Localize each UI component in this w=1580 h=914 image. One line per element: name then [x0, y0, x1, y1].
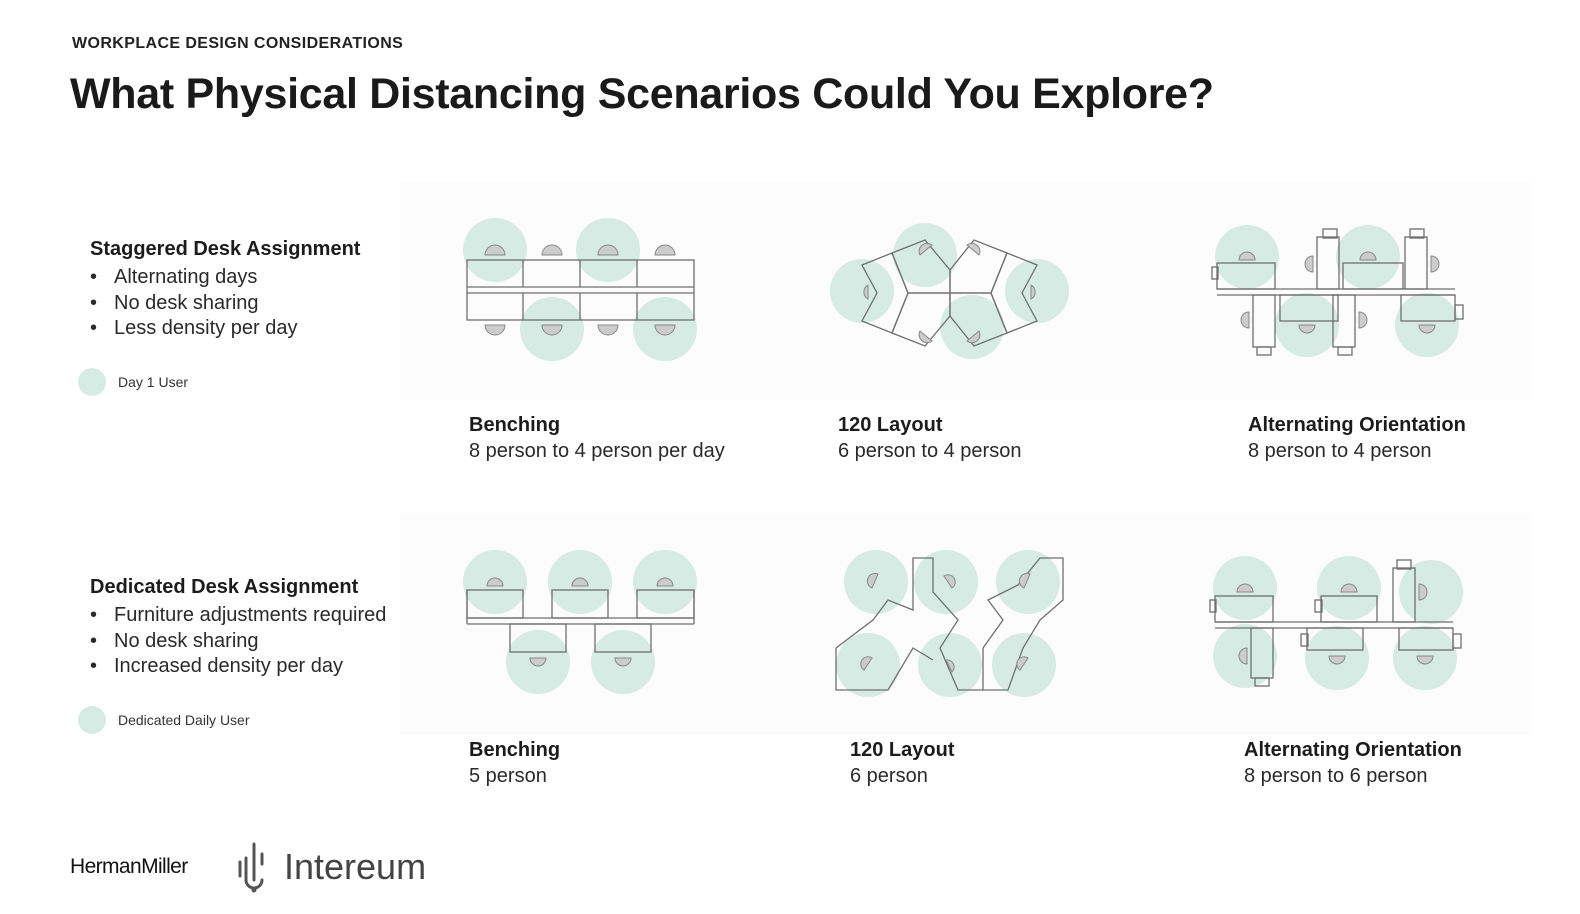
row1-panel [400, 182, 1530, 400]
intereum-mark-icon [238, 842, 264, 893]
caption-subtitle: 8 person to 4 person per day [469, 440, 725, 462]
caption-benching-dedicated: Benching 5 person [469, 739, 560, 788]
benching-dedicated-diagram [463, 550, 697, 694]
legend-circle-icon [78, 368, 106, 396]
caption-subtitle: 6 person to 4 person [838, 440, 1022, 462]
layout-120-dedicated-diagram [835, 550, 1064, 697]
caption-title: Alternating Orientation [1248, 414, 1466, 436]
caption-subtitle: 5 person [469, 765, 547, 787]
legend-label: Day 1 User [118, 374, 189, 390]
caption-120-dedicated: 120 Layout 6 person [850, 739, 954, 788]
caption-benching-staggered: Benching 8 person to 4 person per day [469, 414, 725, 463]
legend-dedicated: Dedicated Daily User [78, 706, 250, 734]
section-dedicated: Dedicated Desk Assignment Furniture adju… [90, 576, 386, 680]
intereum-logo: Intereum [236, 840, 426, 894]
legend-label: Dedicated Daily User [118, 712, 250, 728]
caption-title: Benching [469, 414, 561, 436]
bullet-item: Alternating days [90, 265, 360, 291]
bullet-list: Furniture adjustments required No desk s… [90, 603, 386, 680]
caption-subtitle: 6 person [850, 765, 928, 787]
bullet-item: Furniture adjustments required [90, 603, 386, 629]
section-title: Dedicated Desk Assignment [90, 576, 359, 598]
alternating-staggered-diagram [1211, 225, 1464, 357]
caption-title: Alternating Orientation [1244, 739, 1462, 761]
caption-alternating-staggered: Alternating Orientation 8 person to 4 pe… [1248, 414, 1466, 463]
intereum-wordmark: Intereum [284, 846, 427, 887]
section-title: Staggered Desk Assignment [90, 238, 361, 260]
caption-subtitle: 8 person to 6 person [1244, 765, 1428, 787]
caption-title: 120 Layout [850, 739, 955, 761]
bullet-item: No desk sharing [90, 629, 386, 655]
caption-title: 120 Layout [838, 414, 943, 436]
alternating-dedicated-diagram [1209, 556, 1463, 690]
eyebrow-label: WORKPLACE DESIGN CONSIDERATIONS [72, 35, 404, 52]
layout-120-staggered-diagram [830, 223, 1069, 359]
hermanmiller-logo: HermanMiller [70, 855, 188, 878]
caption-alternating-dedicated: Alternating Orientation 8 person to 6 pe… [1244, 739, 1462, 788]
caption-120-staggered: 120 Layout 6 person to 4 person [838, 414, 1021, 463]
bullet-list: Alternating days No desk sharing Less de… [90, 265, 360, 342]
bullet-item: Less density per day [90, 316, 360, 342]
benching-staggered-diagram [463, 218, 697, 361]
bullet-item: Increased density per day [90, 654, 386, 680]
caption-title: Benching [469, 739, 561, 761]
legend-circle-icon [78, 706, 106, 734]
caption-subtitle: 8 person to 4 person [1248, 440, 1432, 462]
section-staggered: Staggered Desk Assignment Alternating da… [90, 238, 360, 342]
legend-day1: Day 1 User [78, 368, 188, 396]
bullet-item: No desk sharing [90, 291, 360, 317]
page-title: What Physical Distancing Scenarios Could… [70, 70, 1214, 118]
